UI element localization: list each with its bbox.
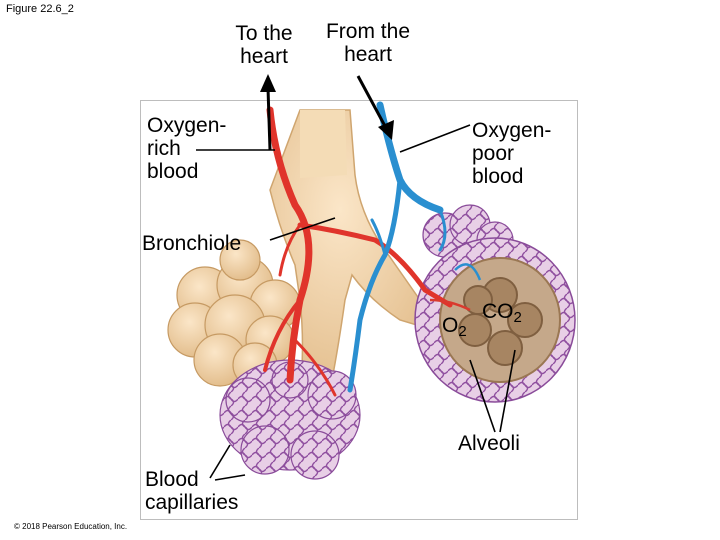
label-to-the-heart: To the heart [235,22,293,68]
alveolar-sac-cutaway [414,237,576,403]
leader-lines [196,124,516,481]
capillary-cluster-bottom [219,359,361,480]
figure-label: Figure 22.6_2 [6,3,74,15]
label-from-the-heart: From the heart [325,20,411,66]
label-co2: CO2 [482,300,522,326]
to-heart-arrow [260,74,276,151]
gas-exchange-arrows [429,263,482,312]
label-bronchiole: Bronchiole [142,232,242,255]
bronchiole-airway [269,109,446,396]
label-oxygen-poor-blood: Oxygen- poor blood [472,119,552,188]
oxygen-rich-vessel [263,106,453,397]
from-heart-arrow [356,75,394,140]
label-oxygen-rich-blood: Oxygen- rich blood [147,114,227,183]
label-blood-capillaries: Blood capillaries [145,468,239,514]
alveolar-cluster-left [167,239,301,388]
label-alveoli: Alveoli [458,432,520,455]
copyright-notice: © 2018 Pearson Education, Inc. [14,522,128,531]
label-o2: O2 [442,314,467,340]
